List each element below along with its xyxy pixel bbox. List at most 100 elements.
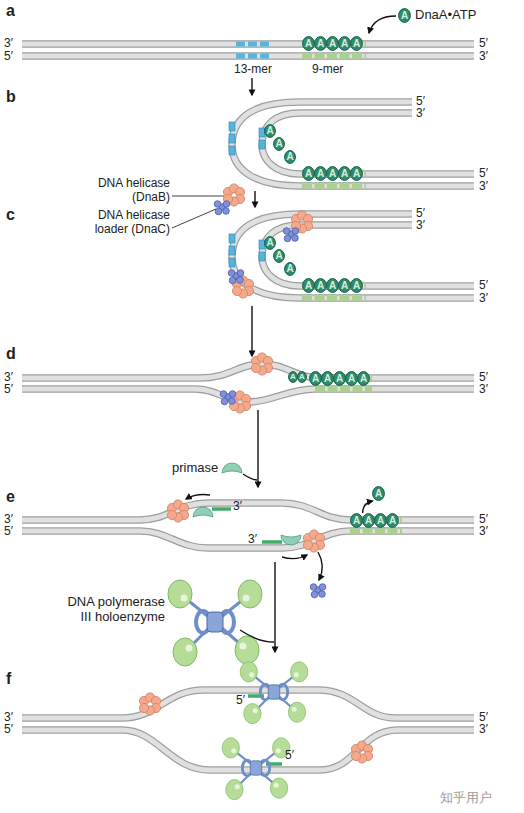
strand-end-label: 5′ <box>416 94 425 108</box>
rna-primer <box>212 507 231 511</box>
helicase-loader <box>228 270 244 284</box>
helicase-loader <box>220 391 236 405</box>
strand-end-label: 3′ <box>4 710 13 724</box>
dnaa-oval <box>327 279 339 293</box>
protein-letter: A <box>338 36 351 51</box>
join-line <box>243 474 257 480</box>
dnaa-oval <box>298 372 307 383</box>
dnaa-oval <box>351 37 363 51</box>
protein-letter: A <box>326 36 339 51</box>
helicase-loader <box>310 584 326 598</box>
protein-letter: A <box>309 371 322 386</box>
primase-shape <box>222 463 242 473</box>
release-connector <box>363 501 373 513</box>
thirteen-mer <box>229 134 235 143</box>
panel-letter: d <box>6 345 16 363</box>
dnaa-oval <box>339 167 351 181</box>
protein-letter: A <box>350 513 363 528</box>
leader-line <box>172 209 216 228</box>
dnaa-oval <box>351 279 363 293</box>
protein-letter: A <box>264 236 276 250</box>
protein-letter: A <box>326 166 339 181</box>
polymerase-complex <box>222 738 290 800</box>
dnaa-oval <box>274 250 285 263</box>
protein-letter: A <box>314 166 327 181</box>
protein-name: DnaA•ATP <box>415 7 476 23</box>
protein-letter: A <box>350 36 363 51</box>
strand-end-label: 3′ <box>233 499 242 513</box>
dna-strand <box>22 42 474 47</box>
dnaa-oval <box>315 279 327 293</box>
nine-mer <box>302 296 366 301</box>
dnaa-oval <box>334 372 346 386</box>
strand-end-label: 3′ <box>4 512 13 526</box>
protein-letter: A <box>333 371 346 386</box>
dnaa-oval <box>387 514 399 528</box>
thirteen-mer <box>259 128 265 137</box>
dna-strand <box>22 531 474 548</box>
release-arrow <box>318 552 322 580</box>
dnaa-protein: A <box>357 371 370 386</box>
protein-letter: A <box>273 249 285 263</box>
protein-letter: A <box>288 371 298 383</box>
thirteen-mer <box>236 54 270 59</box>
thirteen-mer-sites <box>229 44 270 267</box>
dnaa-oval <box>322 372 334 386</box>
strand-end-label: 5′ <box>416 206 425 220</box>
dnaa-protein: A <box>309 371 322 386</box>
panel-letter: c <box>6 206 15 224</box>
strand-end-label: 3′ <box>479 179 488 193</box>
dnaa-protein: A <box>338 166 351 181</box>
join-line <box>240 630 274 642</box>
thirteen-mer <box>229 246 235 255</box>
protein-letter: A <box>350 278 363 293</box>
dnaa-protein: A <box>264 236 276 250</box>
dnaa-oval <box>399 9 411 23</box>
protein-letter: A <box>350 166 363 181</box>
dnaa-protein: A <box>314 166 327 181</box>
step-arrow <box>251 78 252 95</box>
step-arrow <box>257 410 258 487</box>
dnaa-protein: A <box>288 371 298 383</box>
dnaa-oval <box>265 125 276 138</box>
dnaa-oval <box>303 37 315 51</box>
thirteen-mer <box>259 252 265 261</box>
nine-mer-sites <box>302 44 402 531</box>
annotation-label: 9-mer <box>312 62 343 76</box>
arrows <box>172 16 396 652</box>
dnaa-oval <box>303 279 315 293</box>
panel-letter: a <box>6 2 15 20</box>
strand-end-label: 3′ <box>479 49 488 63</box>
panel-letter: b <box>6 88 16 106</box>
polymerase-complex <box>240 662 308 724</box>
dnaa-protein: A <box>326 166 339 181</box>
dnaa-protein: A <box>362 513 375 528</box>
protein-letter: A <box>302 36 315 51</box>
protein-letter: A <box>338 166 351 181</box>
protein-letter: A <box>273 137 285 151</box>
strand-end-label: 3′ <box>248 532 257 546</box>
dna-strand <box>22 730 474 770</box>
protein-letter: A <box>264 124 276 138</box>
dna-strand <box>22 531 474 548</box>
strand-end-label: 3′ <box>416 218 425 232</box>
helicase-loader <box>283 228 299 242</box>
dnaa-protein: A <box>338 278 351 293</box>
dnaa-oval <box>285 151 296 164</box>
helicase-ring <box>351 741 372 763</box>
dna-strand <box>262 225 474 286</box>
dnaa-protein: A <box>350 36 363 51</box>
strand-end-label: 3′ <box>479 722 488 736</box>
dnaa-protein: A <box>321 371 334 386</box>
dnaa-oval <box>303 167 315 181</box>
dnaa-protein: A <box>326 278 339 293</box>
dnaa-oval <box>315 37 327 51</box>
dnaa-protein: A <box>326 36 339 51</box>
dnaa-oval <box>315 167 327 181</box>
dnaa-protein: A <box>338 36 351 51</box>
dna-strand <box>22 364 474 378</box>
dna-strand <box>22 730 474 770</box>
primase-shape <box>193 507 213 517</box>
strand-end-label: 5′ <box>236 693 245 707</box>
dna-strand <box>22 503 474 520</box>
